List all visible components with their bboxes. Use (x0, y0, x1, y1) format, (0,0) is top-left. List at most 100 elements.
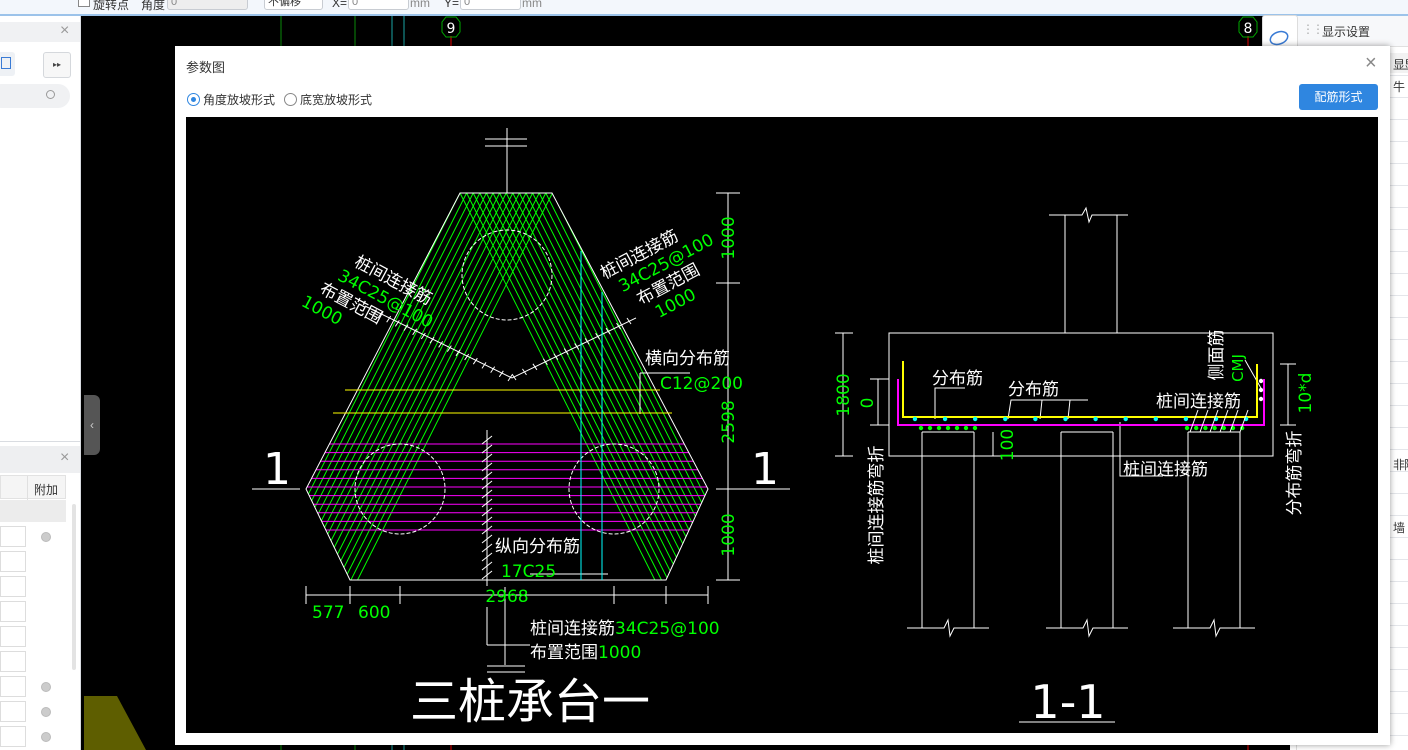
property-value-input[interactable] (0, 626, 26, 647)
scrollbar[interactable] (72, 504, 76, 670)
angle-label: 角度 (141, 0, 166, 12)
x-input[interactable]: 0 (348, 0, 409, 10)
view-toggle-button[interactable] (1262, 15, 1298, 51)
search-icon[interactable] (46, 90, 55, 99)
distribution-bar-dot (1093, 416, 1098, 422)
angle-input[interactable]: 0 (167, 0, 248, 10)
radio-width-slope[interactable]: 底宽放坡形式 (284, 91, 372, 108)
radio-label: 底宽放坡形式 (300, 93, 373, 107)
rotate-point-checkbox[interactable] (78, 0, 90, 7)
distribution-bar-dot (973, 416, 978, 422)
axis-label: 9 (447, 21, 456, 37)
link-bar-dot (927, 425, 933, 431)
bar-tick (626, 317, 632, 325)
property-value-input[interactable] (0, 601, 26, 622)
bar-tick (563, 348, 569, 355)
distribution-bend-label: 分布筋弯折 (1285, 431, 1305, 516)
property-value-input[interactable] (0, 576, 26, 597)
radio-icon[interactable] (284, 93, 297, 106)
top-toolbar: 旋转点 角度 0 不偏移 X= 0 mm Y= 0 mm (0, 0, 1408, 16)
property-value-input[interactable] (0, 551, 26, 572)
left-bar-note: 桩间连接筋 34C25@100 布置范围 1000 (298, 252, 436, 333)
distribution-bar-dot (1153, 416, 1159, 422)
bar-tick (438, 341, 444, 348)
bar-tick (481, 453, 493, 463)
bottom-bar-note: 桩间连接筋34C25@100 (530, 619, 720, 639)
parameter-drawing: 桩间连接筋 34C25@100 布置范围 1000 桩间连接筋 34C25@10… (186, 117, 1378, 733)
attach-radio[interactable] (41, 682, 51, 692)
x-unit: mm (410, 0, 430, 10)
attach-radio[interactable] (41, 732, 51, 742)
bar-tick (490, 366, 496, 373)
close-icon[interactable]: × (60, 449, 70, 466)
connection-bar (322, 193, 534, 580)
list-item: 显显 (1393, 58, 1408, 72)
expand-button[interactable]: ▸▸ (43, 52, 71, 78)
connection-bar (315, 193, 527, 580)
y-unit: mm (522, 0, 542, 10)
property-value-input[interactable] (0, 676, 26, 697)
display-settings-title[interactable]: 显示设置 (1322, 25, 1371, 39)
close-icon[interactable]: × (1365, 52, 1377, 74)
connection-bar (306, 193, 507, 580)
layout-icon-button[interactable] (0, 52, 15, 76)
offset-select[interactable]: 不偏移 (264, 0, 323, 10)
side-bar-dot (1258, 396, 1264, 402)
dimension-text: 2968 (485, 587, 528, 607)
search-input[interactable] (0, 84, 70, 108)
longitudinal-bar-name: 纵向分布筋 (495, 537, 580, 557)
reinforcement-form-button[interactable]: 配筋形式 (1299, 84, 1378, 110)
collapse-panel-handle[interactable]: ‹ (84, 395, 100, 455)
axis-label: 8 (1244, 21, 1253, 37)
pile-break-line (1046, 618, 1128, 638)
pile-break-line (1173, 618, 1255, 638)
property-value-input[interactable] (0, 701, 26, 722)
bar-tick (429, 336, 435, 344)
bar-tick (412, 328, 418, 336)
property-value-input[interactable] (0, 651, 26, 672)
bar-tick (616, 322, 621, 330)
section-mark-right: 1 (751, 444, 779, 495)
leader-line (1189, 409, 1199, 433)
connection-bar (538, 193, 708, 580)
list-item: 牛 (1393, 80, 1405, 94)
connection-bar (306, 193, 468, 580)
link-bar-dot (1212, 425, 1217, 431)
dimension-text: 2598 (719, 400, 739, 443)
link-bar-dot (945, 425, 951, 431)
bar-tick (481, 561, 493, 571)
bar-tick (446, 345, 452, 352)
plan-title: 三桩承台一 (410, 674, 650, 730)
axis-bubble (441, 16, 461, 38)
side-bar-dot (1258, 378, 1264, 384)
panel-header (0, 22, 80, 42)
property-value-input[interactable] (0, 726, 26, 747)
attach-radio[interactable] (41, 707, 51, 717)
y-input[interactable]: 0 (460, 0, 521, 10)
bar-tick (481, 498, 493, 508)
close-icon[interactable]: × (60, 22, 70, 39)
bar-tick (507, 374, 513, 382)
attach-radio[interactable] (41, 532, 51, 542)
bar-tick (481, 462, 493, 472)
bar-tick (584, 338, 590, 345)
pile-circle (354, 443, 446, 535)
connection-bar (306, 193, 514, 580)
ellipse-icon (1269, 30, 1289, 46)
bar-tick (481, 543, 493, 553)
rotate-point-label: 旋转点 (93, 0, 130, 12)
longitudinal-bars (306, 443, 708, 531)
drag-grip-icon[interactable]: ⋮⋮ (1302, 22, 1324, 36)
bar-tick (464, 353, 470, 361)
radio-angle-slope[interactable]: 角度放坡形式 (187, 91, 275, 108)
property-value-input[interactable] (0, 526, 26, 547)
cap-section (888, 332, 1274, 457)
bar-tick (481, 471, 493, 481)
connection-bar (306, 193, 501, 580)
radio-icon[interactable] (187, 93, 200, 106)
side-bar-label: 侧面筋 (1207, 330, 1227, 381)
pile-circle (568, 443, 660, 535)
connection-bar (306, 193, 487, 580)
table-header: 附加 (0, 475, 66, 500)
properties-header (0, 446, 80, 473)
